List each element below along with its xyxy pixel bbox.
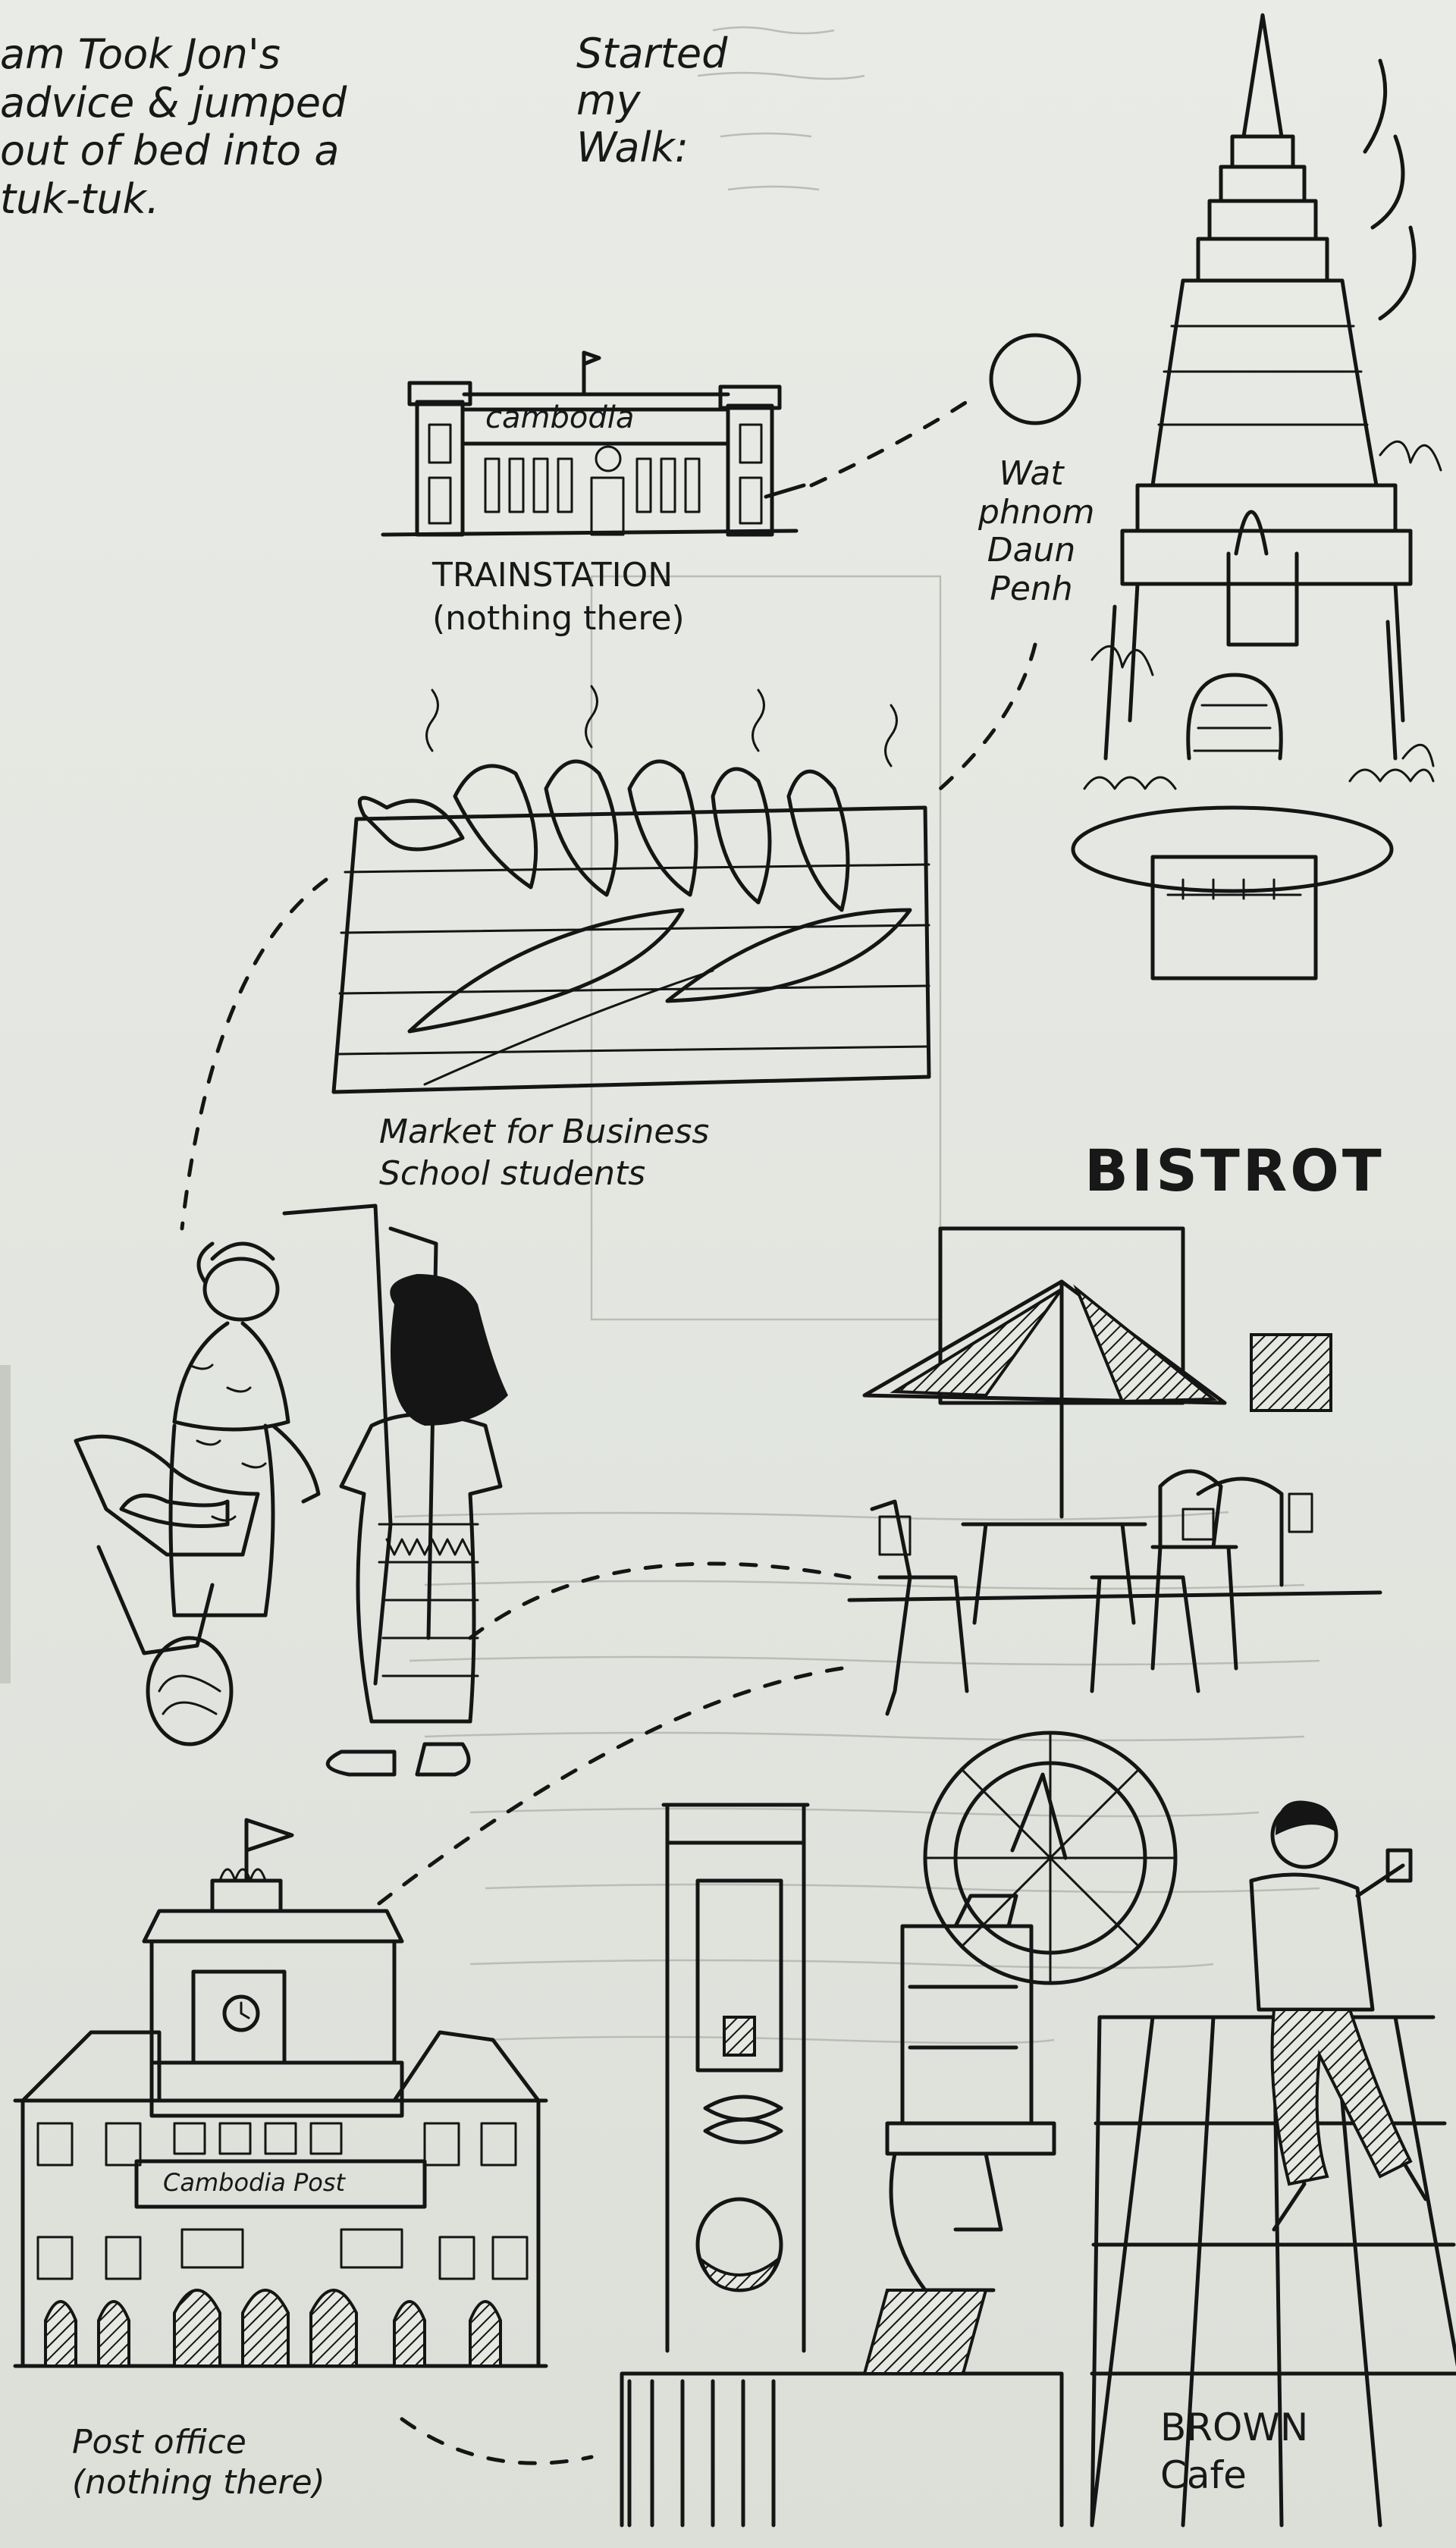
walking-route [180, 392, 1037, 2465]
women-with-motorbike-drawing [74, 1203, 508, 1777]
sun-icon [989, 333, 1081, 425]
wat-phnom-stupa-drawing [989, 13, 1442, 981]
train-station-sign: cambodia [485, 400, 635, 435]
grilled-fish-tray-drawing [331, 685, 931, 1094]
wat-phnom-label: Wat phnom Daun Penh [978, 454, 1095, 608]
post-office-drawing [13, 1818, 548, 2368]
long-hair [390, 1274, 508, 1426]
bistrot-terrace-drawing [847, 1226, 1382, 1716]
bleed-through-text [394, 26, 1320, 2044]
intro-note: am Took Jon's advice & jumped out of bed… [0, 30, 347, 224]
market-label: Market for Business School students [379, 1112, 710, 1193]
post-office-label: Post office (nothing there) [72, 2423, 325, 2502]
brown-cafe-interior-drawing [620, 1731, 1456, 2528]
walk-start-note: Started my Walk: [576, 30, 728, 172]
train-station-drawing [381, 350, 806, 537]
post-office-sign: Cambodia Post [163, 2168, 346, 2197]
brown-cafe-label: BROWN Cafe [1160, 2405, 1309, 2497]
train-station-label: TRAINSTATION (nothing there) [432, 556, 685, 639]
page-edge-shadow [0, 1365, 11, 1684]
bistrot-sign: BISTROT [1084, 1137, 1385, 1204]
wall-frame [1250, 1333, 1332, 1412]
